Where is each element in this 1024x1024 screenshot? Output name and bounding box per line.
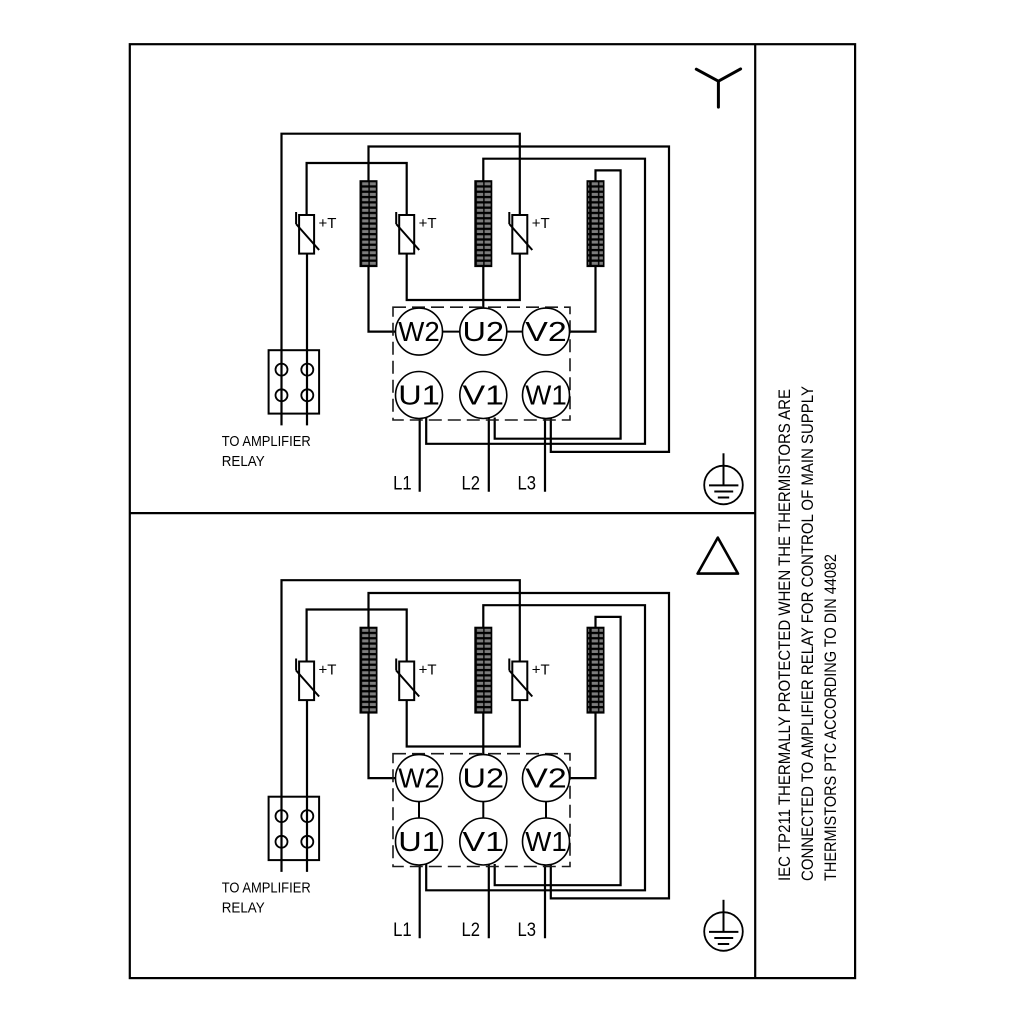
svg-text:THERMISTORS PTC ACCORDING TO D: THERMISTORS PTC ACCORDING TO DIN 44082: [821, 554, 840, 881]
svg-text:CONNECTED TO AMPLIFIER RELAY F: CONNECTED TO AMPLIFIER RELAY FOR CONTROL…: [798, 386, 817, 881]
svg-text:IEC TP211 THERMALLY PROTECTED: IEC TP211 THERMALLY PROTECTED WHEN THE T…: [775, 389, 794, 881]
